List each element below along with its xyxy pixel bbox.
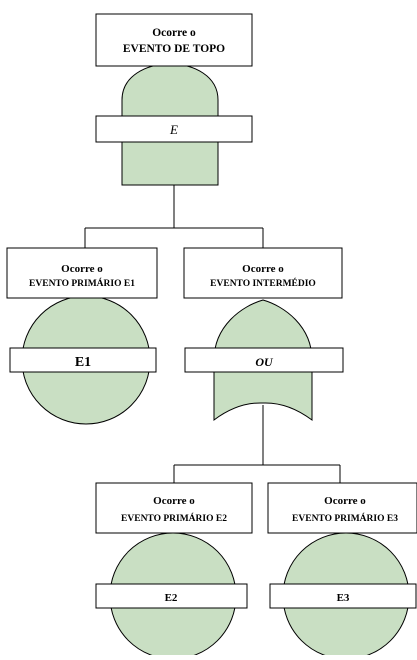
intermediate-event-box: [183, 247, 343, 299]
primary-event-e1-node: Ocorre o EVENTO PRIMÁRIO E1 E1: [6, 247, 158, 425]
primary-event-e1-line1: Ocorre o: [61, 263, 103, 275]
primary-event-e3-line1: Ocorre o: [324, 495, 366, 507]
intermediate-event-line1: Ocorre o: [242, 263, 284, 275]
primary-event-e3-line2: EVENTO PRIMÁRIO E3: [292, 512, 398, 524]
and-gate-label: E: [169, 122, 178, 137]
top-event-line2: EVENTO DE TOPO: [123, 43, 225, 55]
e1-label: E1: [75, 355, 91, 370]
e2-label-box: [95, 583, 248, 609]
primary-event-e1-line2: EVENTO PRIMÁRIO E1: [29, 277, 135, 289]
primary-event-e2-line1: Ocorre o: [153, 495, 195, 507]
or-gate-label-box: [184, 347, 344, 373]
and-gate-label-box: [95, 115, 253, 143]
top-event-line1: Ocorre o: [152, 27, 196, 39]
primary-event-e1-box: [6, 247, 158, 299]
or-gate-label: OU: [255, 355, 274, 369]
primary-event-e2-node: Ocorre o EVENTO PRIMÁRIO E2 E2: [95, 482, 253, 660]
primary-event-e2-box: [95, 482, 253, 534]
e1-label-box: [9, 347, 157, 373]
connector-lines: [84, 185, 341, 483]
top-event-box: [95, 13, 253, 67]
top-event-node: Ocorre o EVENTO DE TOPO E: [95, 13, 253, 186]
e2-label: E2: [165, 592, 178, 604]
primary-event-e3-box: [267, 482, 417, 534]
e3-label-box: [269, 583, 417, 609]
intermediate-event-node: Ocorre o EVENTO INTERMÉDIO OU: [183, 247, 344, 421]
primary-event-e2-line2: EVENTO PRIMÁRIO E2: [121, 512, 227, 524]
intermediate-event-line2: EVENTO INTERMÉDIO: [210, 277, 316, 289]
e3-label: E3: [337, 592, 350, 604]
primary-event-e3-node: Ocorre o EVENTO PRIMÁRIO E3 E3: [267, 482, 417, 660]
